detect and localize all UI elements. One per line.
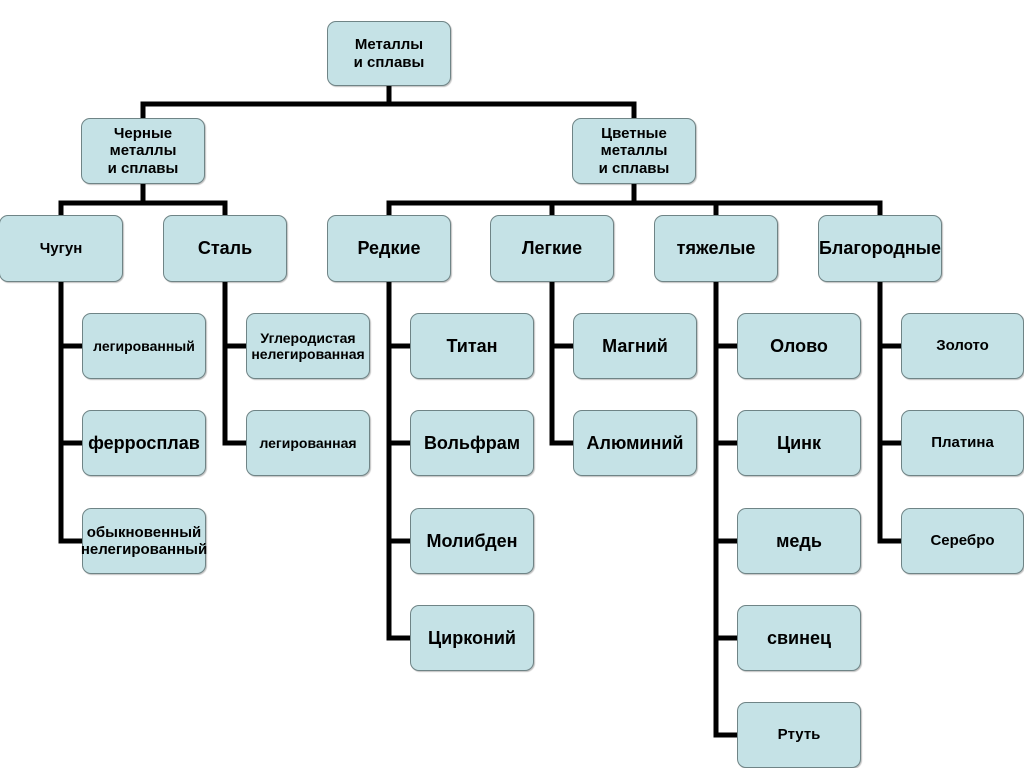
connector-rare bbox=[386, 279, 413, 641]
leaf-magnesium: Магний bbox=[573, 313, 697, 379]
leaf-copper: медь bbox=[737, 508, 861, 574]
leaf-mercury: Ртуть bbox=[737, 702, 861, 768]
leaf-tin: Олово bbox=[737, 313, 861, 379]
leaf-ferroalloy: ферросплав bbox=[82, 410, 206, 476]
node-root: Металлы и сплавы bbox=[327, 21, 451, 86]
node-noble: Благородные bbox=[818, 215, 942, 282]
node-heavy: тяжелые bbox=[654, 215, 778, 282]
leaf-zirconium: Цирконий bbox=[410, 605, 534, 671]
leaf-gold: Золото bbox=[901, 313, 1024, 379]
leaf-titanium: Титан bbox=[410, 313, 534, 379]
node-cast-iron: Чугун bbox=[0, 215, 123, 282]
leaf-aluminium: Алюминий bbox=[573, 410, 697, 476]
node-nonferrous: Цветные металлы и сплавы bbox=[572, 118, 696, 184]
node-steel: Сталь bbox=[163, 215, 287, 282]
leaf-ordinary-unalloyed: обыкновенный нелегированный bbox=[81, 508, 207, 574]
leaf-molybdenum: Молибден bbox=[410, 508, 534, 574]
leaf-lead: свинец bbox=[737, 605, 861, 671]
leaf-tungsten: Вольфрам bbox=[410, 410, 534, 476]
connector-root bbox=[140, 83, 637, 121]
connector-nonferrous bbox=[386, 181, 883, 218]
node-light: Легкие bbox=[490, 215, 614, 282]
leaf-carbon-unalloyed-steel: Углеродистая нелегированная bbox=[246, 313, 370, 379]
connector-ferrous bbox=[58, 181, 228, 218]
connector-steel bbox=[222, 279, 249, 446]
connector-light bbox=[549, 279, 576, 446]
leaf-silver: Серебро bbox=[901, 508, 1024, 574]
leaf-zinc: Цинк bbox=[737, 410, 861, 476]
leaf-platinum: Платина bbox=[901, 410, 1024, 476]
connector-heavy bbox=[713, 279, 740, 738]
node-rare: Редкие bbox=[327, 215, 451, 282]
node-ferrous: Черные металлы и сплавы bbox=[81, 118, 205, 184]
leaf-alloyed-steel: легированная bbox=[246, 410, 370, 476]
leaf-cast-iron-alloyed: легированный bbox=[82, 313, 206, 379]
connector-cast-iron bbox=[58, 279, 85, 544]
connector-noble bbox=[877, 279, 904, 544]
